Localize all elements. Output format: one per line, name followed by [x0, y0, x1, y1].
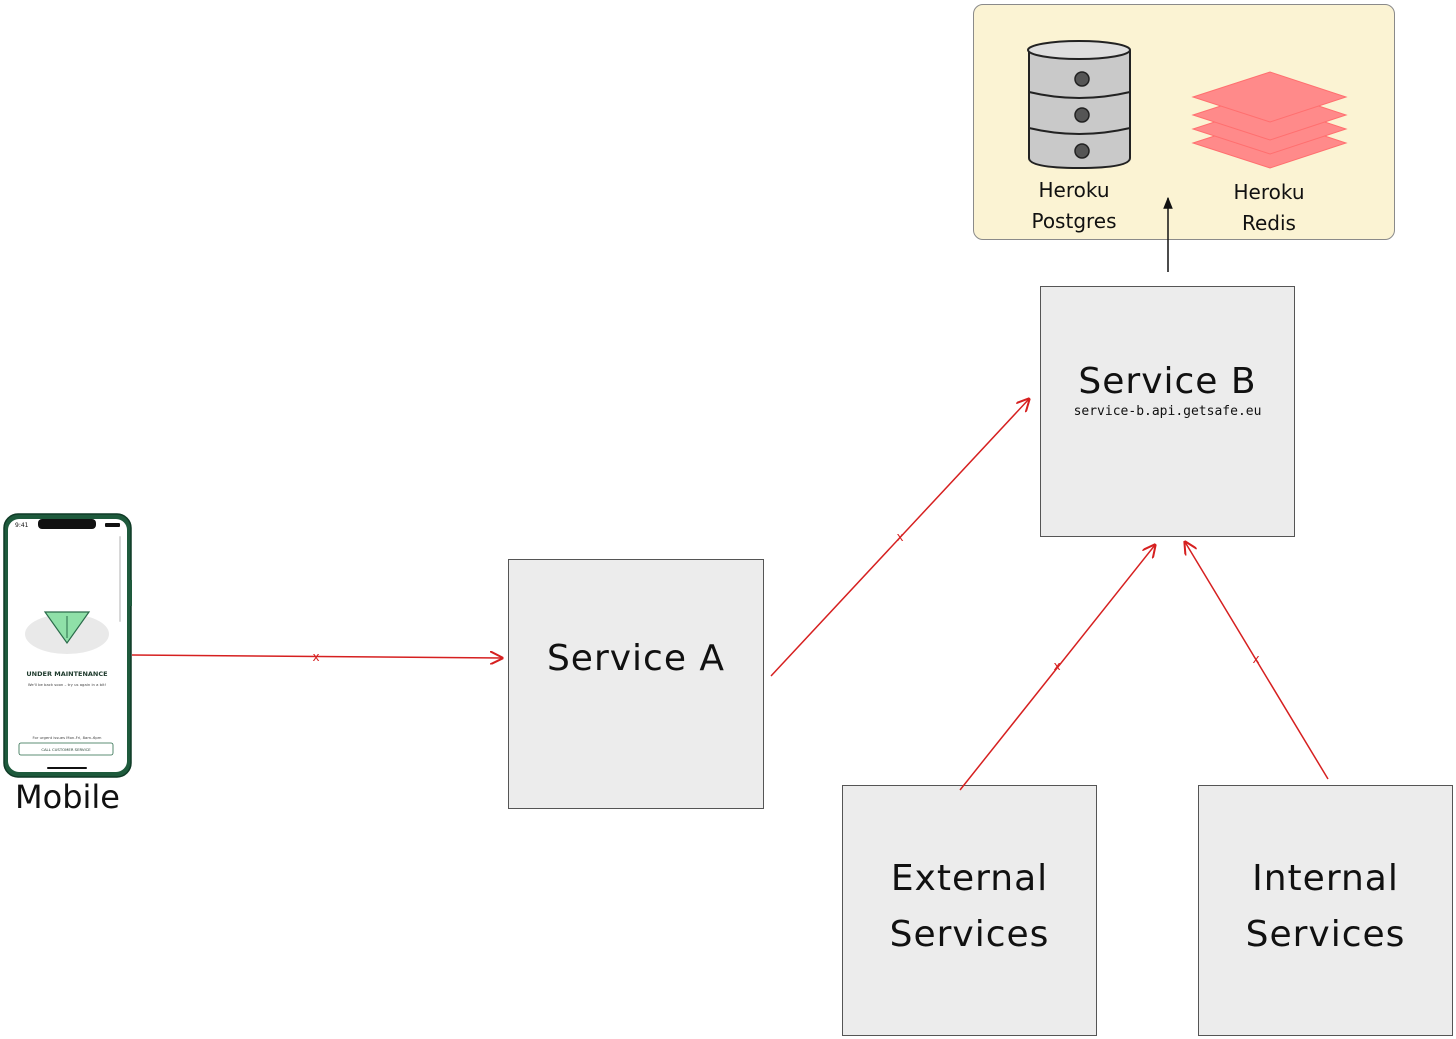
internal-services-label-line1: Internal — [1252, 858, 1399, 899]
postgres-label: Heroku Postgres — [1009, 175, 1139, 237]
redis-label: Heroku Redis — [1214, 177, 1324, 239]
service-b-host: service-b.api.getsafe.eu — [1073, 404, 1262, 419]
phone-home-indicator — [47, 767, 87, 769]
redis-label-line2: Redis — [1242, 211, 1296, 235]
external-services-label-line1: External — [890, 858, 1049, 899]
call-customer-service-label: CALL CUSTOMER SERVICE — [41, 747, 91, 752]
edge-marker: x — [312, 650, 319, 664]
phone-screen-title: UNDER MAINTENANCE — [26, 670, 107, 678]
database-icon — [1027, 40, 1131, 170]
service-b-label: Service B — [1078, 361, 1257, 402]
service-b-box[interactable]: Service B service-b.api.getsafe.eu — [1040, 286, 1295, 537]
connectors: x x x x — [131, 399, 1329, 791]
maintenance-cone-icon — [25, 611, 109, 654]
internal-services-box[interactable]: Internal Services — [1198, 785, 1453, 1036]
internal-to-service-b-arrow — [1185, 542, 1329, 780]
external-services-label-line2: Services — [889, 914, 1050, 955]
phone-status-time: 9:41 — [15, 522, 29, 529]
edge-marker: x — [1053, 659, 1060, 673]
mobile-label: Mobile — [15, 778, 120, 816]
service-a-to-service-b-arrow — [770, 399, 1029, 677]
postgres-label-line1: Heroku — [1038, 178, 1110, 202]
phone-notch — [38, 519, 96, 529]
edge-marker: x — [1252, 652, 1259, 666]
internal-services-label-line2: Services — [1245, 914, 1406, 955]
phone-urgent-text: For urgent issues Mon-Fri, 8am–6pm — [32, 735, 101, 740]
external-to-service-b-arrow — [959, 545, 1155, 791]
mobile-phone[interactable]: 9:41 UNDER MAINTENANCE We'll be back soo… — [3, 513, 132, 778]
service-a-label: Service A — [546, 638, 726, 679]
phone-screen-message: We'll be back soon – try us again in a b… — [28, 682, 106, 687]
redis-stack-icon — [1191, 71, 1348, 169]
redis-label-line1: Heroku — [1233, 180, 1305, 204]
service-a-box[interactable]: Service A — [508, 559, 764, 809]
call-customer-service-button[interactable] — [18, 742, 114, 756]
edge-marker: x — [896, 530, 903, 544]
external-services-box[interactable]: External Services — [842, 785, 1097, 1036]
mobile-to-service-a-arrow — [131, 655, 502, 658]
postgres-label-line2: Postgres — [1031, 209, 1117, 233]
